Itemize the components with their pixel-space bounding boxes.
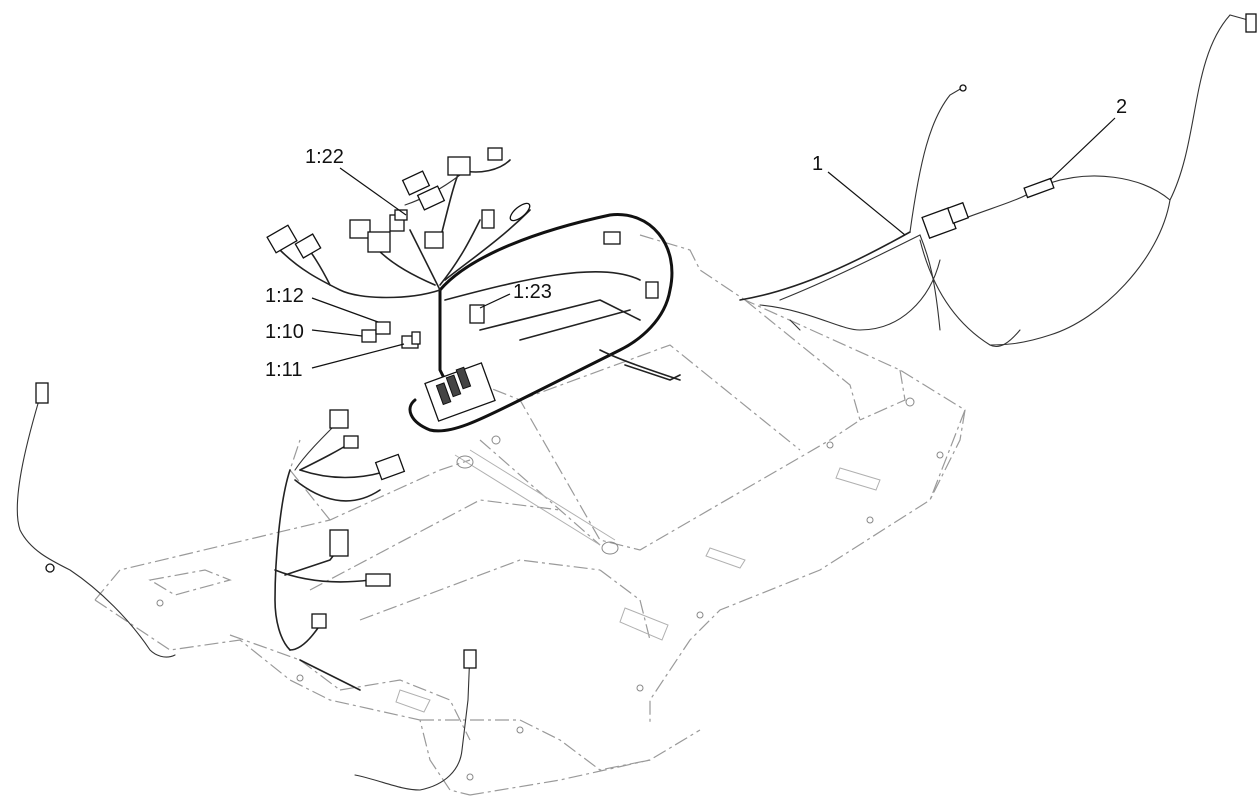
leader-1-23 xyxy=(479,293,511,309)
callout-1-23: 1:23 xyxy=(513,281,552,303)
callout-1-11: 1:11 xyxy=(265,359,302,381)
leader-1 xyxy=(827,171,906,236)
upper-connector-bundle xyxy=(266,147,531,299)
callout-1: 1 xyxy=(812,153,823,175)
callouts: 1 2 1:22 1:23 1:12 1:10 1:11 xyxy=(265,96,1127,381)
leader-1-11 xyxy=(311,343,405,369)
callout-1-10: 1:10 xyxy=(265,321,304,343)
rear-harness xyxy=(739,13,1257,348)
leader-1-12 xyxy=(311,297,379,323)
leader-1-10 xyxy=(311,329,363,337)
callout-1-12: 1:12 xyxy=(265,285,304,307)
front-harness xyxy=(16,382,477,791)
leader-2 xyxy=(1049,117,1116,181)
callout-1-22: 1:22 xyxy=(305,146,344,168)
relays xyxy=(361,321,421,349)
callout-2: 2 xyxy=(1116,96,1127,118)
chassis-frame xyxy=(94,234,966,796)
console-harness xyxy=(408,213,681,445)
leader-1-22 xyxy=(339,167,407,216)
